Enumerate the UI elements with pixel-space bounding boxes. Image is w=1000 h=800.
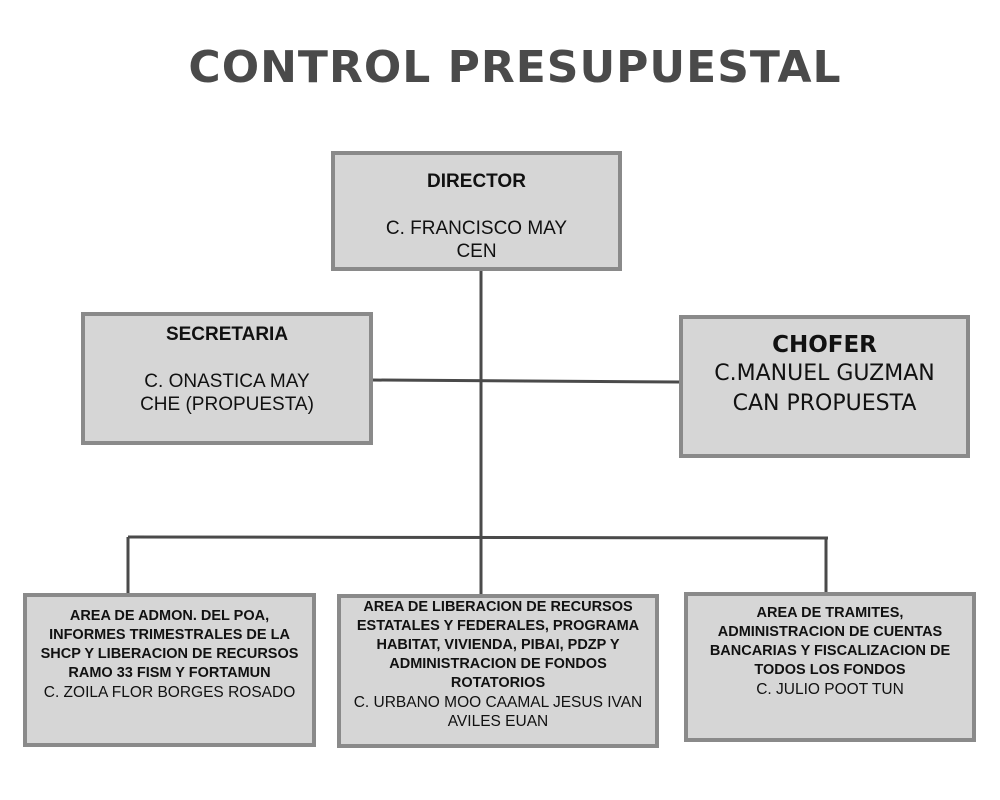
- director-name: C. FRANCISCO MAY CEN: [385, 218, 568, 262]
- director-role: DIRECTOR: [427, 171, 526, 192]
- chofer-role: CHOFER: [772, 332, 877, 358]
- area-tramites-role: AREA DE TRAMITES, ADMINISTRACION DE CUEN…: [709, 605, 951, 678]
- secretaria-name: C. ONASTICA MAY CHE (PROPUESTA): [140, 371, 314, 415]
- page-title: CONTROL PRESUPUESTAL: [188, 42, 842, 93]
- area-liberacion-name: C. URBANO MOO CAAMAL JESUS IVAN AVILES E…: [353, 694, 643, 730]
- area-liberacion-box: AREA DE LIBERACION DE RECURSOS ESTATALES…: [337, 594, 659, 748]
- secretaria-role: SECRETARIA: [165, 324, 289, 345]
- chofer-box: CHOFER C.MANUEL GUZMAN CAN PROPUESTA: [679, 315, 970, 458]
- area-poa-name: C. ZOILA FLOR BORGES ROSADO: [43, 684, 296, 701]
- areas-horizontal-line: [127, 535, 829, 540]
- area-liberacion-role: AREA DE LIBERACION DE RECURSOS ESTATALES…: [356, 599, 640, 691]
- chofer-name: C.MANUEL GUZMAN CAN PROPUESTA: [714, 361, 935, 416]
- area-tramites-box: AREA DE TRAMITES, ADMINISTRACION DE CUEN…: [684, 592, 976, 742]
- secretaria-box: SECRETARIA C. ONASTICA MAY CHE (PROPUEST…: [81, 312, 373, 445]
- director-box: DIRECTOR C. FRANCISCO MAY CEN: [331, 151, 622, 271]
- staff-horizontal-line: [371, 378, 681, 384]
- area-poa-box: AREA DE ADMON. DEL POA, INFORMES TRIMEST…: [23, 593, 316, 747]
- area-poa-role: AREA DE ADMON. DEL POA, INFORMES TRIMEST…: [40, 608, 299, 681]
- area-tramites-name: C. JULIO POOT TUN: [756, 681, 904, 698]
